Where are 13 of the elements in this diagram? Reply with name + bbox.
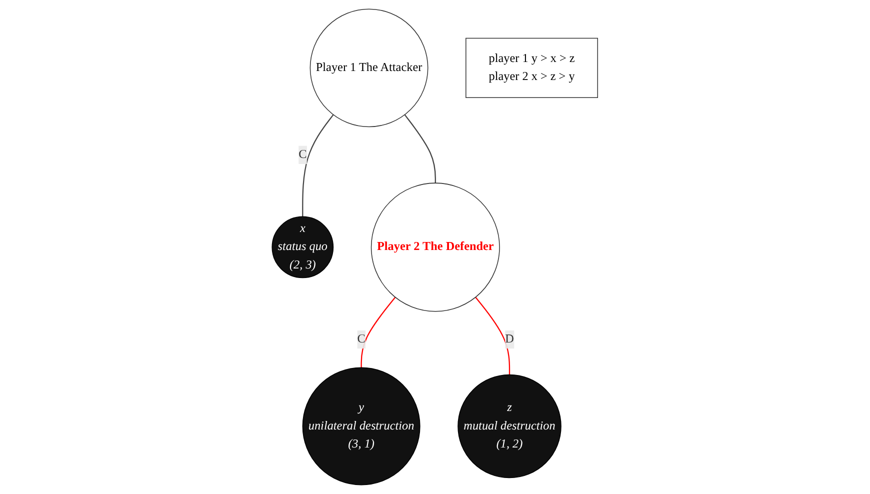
connector [360, 296, 396, 368]
node-circle: Player 2 The Defender [371, 182, 500, 312]
connector [475, 296, 510, 375]
edge-label: C [298, 148, 307, 161]
node-circle: Player 1 The Attacker [310, 8, 428, 128]
connector [302, 114, 334, 217]
node-circle: y unilateral destruction (3, 1) [302, 367, 420, 486]
node-circle: x status quo (2, 3) [272, 216, 334, 278]
node-circle: z mutual destruction (1, 2) [458, 374, 562, 478]
edge-label: D [505, 332, 514, 346]
connector [404, 114, 436, 184]
node-box: player 1 y > x > z player 2 x > z > y [466, 38, 598, 98]
edge-label: C [357, 332, 366, 346]
